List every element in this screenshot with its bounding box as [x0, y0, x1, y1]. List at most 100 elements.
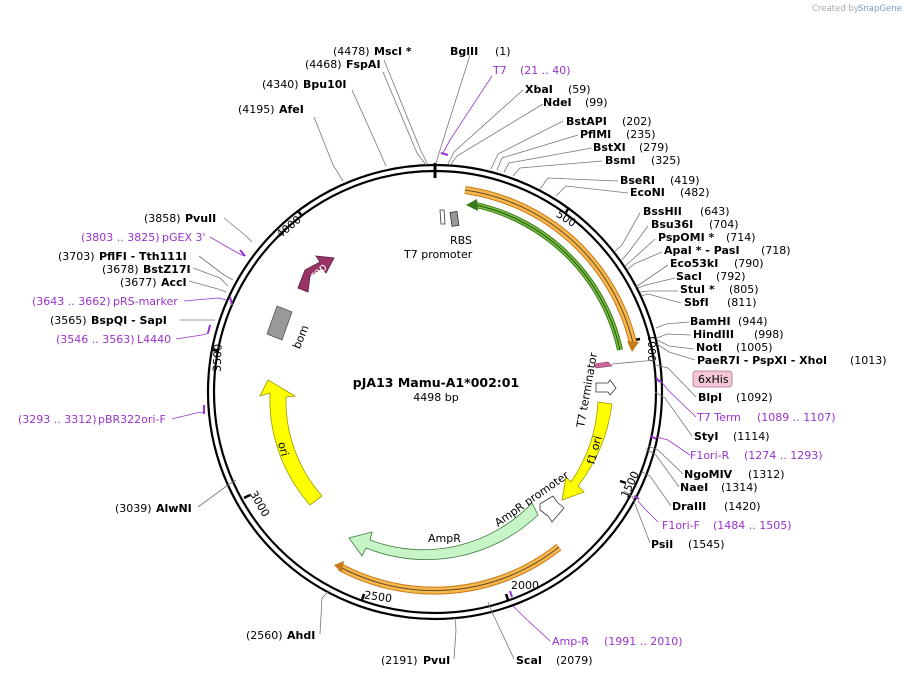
- enzyme-position: (2079): [556, 654, 593, 667]
- enzyme-position: (3703): [58, 250, 95, 263]
- enzyme-position: (325): [651, 154, 681, 167]
- enzyme-position: (792): [716, 270, 746, 283]
- enzyme-position: (718): [761, 244, 791, 257]
- enzyme-position: (1114): [733, 430, 770, 443]
- primer-leader-lines: [171, 75, 697, 642]
- enzyme-label: Eco53kI: [670, 257, 718, 270]
- enzyme-label: PvuI: [423, 654, 450, 667]
- enzyme-position: (790): [734, 257, 764, 270]
- enzyme-label: ApaI * - PasI: [664, 244, 740, 257]
- enzyme-position: (3858): [144, 212, 181, 225]
- insert-arrowhead: [627, 341, 639, 352]
- tick-label-3500: 3500: [211, 344, 225, 372]
- primer-label: pBR322ori-F: [98, 413, 166, 426]
- enzyme-position: (4195): [238, 103, 275, 116]
- primer-range: (1089 .. 1107): [757, 411, 836, 424]
- enzyme-position: (4468): [305, 58, 342, 71]
- enzyme-position: (714): [726, 231, 756, 244]
- enzyme-position: (811): [727, 296, 757, 309]
- f1-ori-feature: [561, 401, 613, 501]
- enzyme-position: (99): [585, 96, 608, 109]
- lower-orange-arrowhead: [334, 561, 344, 573]
- t7-terminator-feature: [595, 379, 617, 396]
- tick-label-2000: 2000: [511, 579, 539, 592]
- enzyme-position: (4340): [262, 78, 299, 91]
- enzyme-label: BsmI: [605, 154, 636, 167]
- insert-arc-core: [464, 189, 634, 344]
- enzyme-label: BssHII: [643, 205, 682, 218]
- enzyme-label: EcoNI: [630, 186, 665, 199]
- primer-range: (3293 .. 3312): [18, 413, 97, 426]
- enzyme-label: BstAPI: [566, 115, 607, 128]
- enzyme-label: BglII: [450, 45, 478, 58]
- enzyme-label: FspAI: [346, 58, 381, 71]
- enzyme-label: PaeR7I - PspXI - XhoI: [697, 354, 827, 367]
- enzyme-position: (3677): [120, 276, 157, 289]
- tick-label-2500: 2500: [363, 589, 393, 606]
- enzyme-label: PspOMI *: [658, 231, 715, 244]
- enzyme-label: Bpu10I: [303, 78, 347, 91]
- primer-label: Amp-R: [552, 635, 589, 648]
- bom-label: bom: [290, 323, 311, 351]
- enzyme-position: (419): [670, 174, 700, 187]
- enzyme-position: (235): [626, 128, 656, 141]
- enzyme-position: (1005): [736, 341, 773, 354]
- enzyme-label: ScaI: [516, 654, 542, 667]
- his-tag-label: 6xHis: [698, 373, 729, 386]
- enzyme-label: BspQI - SapI: [91, 314, 167, 327]
- enzyme-position: (279): [639, 141, 669, 154]
- enzyme-position: (59): [568, 83, 591, 96]
- primer-range: (3546 .. 3563): [56, 333, 135, 346]
- enzyme-label: AlwNI: [156, 502, 192, 515]
- enzyme-label: NgoMIV: [684, 468, 733, 481]
- enzyme-position: (3565): [50, 314, 87, 327]
- primer-range: (1274 .. 1293): [744, 449, 823, 462]
- enzyme-position: (1312): [748, 468, 785, 481]
- rbs-label: RBS: [450, 234, 472, 247]
- enzyme-label: MscI *: [374, 45, 412, 58]
- enzyme-position: (998): [754, 328, 784, 341]
- ampr-promoter-feature: [539, 495, 565, 523]
- snapgene-logo-icon: SnapGene: [858, 4, 902, 14]
- enzyme-position: (1): [495, 45, 511, 58]
- enzyme-label: AccI: [161, 276, 187, 289]
- enzyme-label: PsiI: [651, 538, 673, 551]
- enzyme-label: AhdI: [287, 629, 315, 642]
- t7-promoter-feature: [439, 209, 446, 225]
- t7-promoter-label: T7 promoter: [403, 248, 473, 261]
- enzyme-label: AfeI: [279, 103, 304, 116]
- ampr-feature: [348, 502, 539, 561]
- lower-orange-arc-core: [339, 546, 560, 592]
- enzyme-position: (1013): [850, 354, 887, 367]
- enzyme-label: BseRI: [620, 174, 655, 187]
- enzyme-label: BstXI: [593, 141, 626, 154]
- bom-feature: [266, 305, 293, 341]
- primer-label: L4440: [137, 333, 171, 346]
- enzyme-position: (1314): [721, 481, 758, 494]
- primer-label: F1ori-R: [690, 449, 730, 462]
- enzyme-position: (1420): [724, 500, 761, 513]
- green-gene-arc: [475, 203, 622, 351]
- enzyme-position: (3039): [115, 502, 152, 515]
- enzyme-label: StuI *: [680, 283, 715, 296]
- enzyme-position: (2191): [381, 654, 418, 667]
- enzyme-label: Bsu36I: [651, 218, 693, 231]
- plasmid-length: 4498 bp: [413, 391, 458, 404]
- primer-range: (3803 .. 3825): [81, 231, 160, 244]
- watermark-prefix: Created by: [812, 4, 859, 14]
- his-tag-feature: [593, 361, 613, 369]
- enzyme-position: (2560): [246, 629, 283, 642]
- rop-feature: [297, 255, 335, 293]
- primer-range: (1991 .. 2010): [604, 635, 683, 648]
- enzyme-label: NaeI: [680, 481, 708, 494]
- primer-range: (1484 .. 1505): [713, 519, 792, 532]
- enzyme-label: NdeI: [543, 96, 572, 109]
- ori-feature: [259, 379, 323, 506]
- enzyme-label: BlpI: [698, 391, 722, 404]
- tick-label-1000: 1000: [645, 334, 658, 362]
- enzyme-position: (944): [738, 315, 768, 328]
- enzyme-label: BstZ17I: [143, 263, 191, 276]
- rbs-feature: [449, 211, 460, 227]
